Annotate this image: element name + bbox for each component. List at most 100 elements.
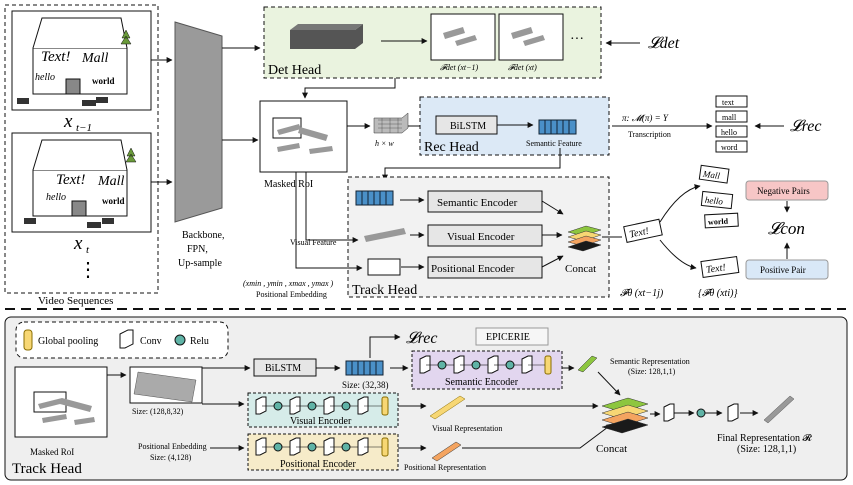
detail-semantic-encoder (411, 350, 563, 390)
sign-text-prev: Text! (41, 49, 70, 65)
visual-rep-bar (429, 395, 466, 420)
size-3238: Size: (32,38) (342, 380, 389, 390)
track-concat-label: Concat (565, 263, 596, 275)
positive-pair-label: Positive Pair (760, 265, 806, 275)
concat-block (567, 225, 602, 252)
word-item: word (721, 143, 737, 152)
word-card-text: world (708, 217, 729, 227)
visual-rep-label: Visual Representation (432, 424, 502, 433)
sign-text-cur: Text! (56, 172, 85, 188)
det-ellipsis: ··· (570, 32, 584, 47)
track-head: Semantic Encoder Visual Encoder Position… (347, 176, 610, 298)
detail-visual-encoder (247, 392, 399, 428)
detail-bilstm-label: BiLSTM (265, 363, 301, 374)
detail-visual-encoder-label: Visual Encoder (290, 416, 352, 427)
track-head-title: Track Head (352, 283, 417, 298)
legend-conv: Conv (140, 336, 162, 347)
frame-prev: Text! Mall hello world (11, 10, 152, 111)
fdet-cur: 𝓕det (xt) (508, 63, 537, 72)
det-loss: 𝓛det (648, 35, 680, 52)
semantic-rep-label: Semantic Representation (610, 357, 690, 366)
detail-masked-roi-label: Masked RoI (30, 447, 74, 457)
car-icon (17, 98, 29, 104)
visual-encoder-chain (255, 396, 389, 416)
video-sequences-frame (4, 4, 159, 294)
fdet-prev: 𝓕det (xt−1) (440, 63, 479, 72)
pos-emb-line2: Size: (4,128) (150, 453, 192, 462)
backbone-trapezoid (174, 21, 223, 223)
con-loss: 𝓛con (768, 219, 805, 238)
backbone-line3: Up-sample (178, 258, 222, 269)
track-visual-encoder-label: Visual Encoder (447, 231, 515, 243)
legend-pool: Global pooling (38, 336, 98, 347)
rec-bilstm-label: BiLSTM (450, 121, 486, 132)
sign-hello-prev: hello (35, 72, 55, 83)
f-cur-label: {𝓕θ (xti)} (698, 288, 737, 299)
detail-track-head-title: Track Head (12, 461, 82, 477)
detail-rec-loss: 𝓛rec (406, 330, 437, 347)
hw-label: h × w (375, 139, 394, 148)
transcription-formula: π: 𝓜(π) = Y (622, 113, 669, 123)
contrastive-section: Text! Mall hello world Text! Negative Pa… (602, 164, 829, 299)
detail-positional-encoder-label: Positional Encoder (280, 459, 356, 470)
final-rep-label: Final Representation 𝓡 (717, 432, 813, 444)
backbone-line2: FPN, (187, 244, 208, 255)
transcription-words: text mall hello word (715, 95, 748, 153)
word-item: text (722, 98, 735, 107)
hw-feature: h × w (373, 112, 409, 148)
detail-semantic-stack (345, 360, 384, 376)
negative-pairs-label: Negative Pairs (757, 186, 810, 196)
sign-hello-cur: hello (46, 192, 66, 203)
masked-roi: Masked RoI (259, 100, 348, 190)
final-chain (663, 403, 759, 422)
sign-world-cur: world (102, 196, 125, 206)
positional-rep-bar (431, 441, 462, 462)
detail-semantic-encoder-label: Semantic Encoder (445, 377, 519, 388)
frames-ellipsis: ⋮ (78, 259, 98, 281)
video-sequences: Text! Mall hello world x t−1 Text! Mall … (4, 4, 159, 307)
rec-head-title: Rec Head (424, 140, 479, 155)
pos-card: Text! (700, 256, 740, 279)
final-rep-size: (Size: 128,1,1) (737, 444, 796, 455)
final-rep-bar (763, 395, 795, 424)
positional-rep-label: Positional Representation (404, 463, 486, 472)
word-card-hello: hello (700, 190, 734, 210)
positive-pair-box (745, 259, 829, 280)
pos-card-text: Text! (705, 262, 726, 276)
det-head: ··· 𝓕det (xt−1) 𝓕det (xt) Det Head (263, 6, 602, 79)
car-icon (96, 97, 108, 103)
video-sequences-caption: Video Sequences (38, 295, 113, 307)
word-item: hello (721, 128, 737, 137)
coords-label: (xmin , ymin , xmax , ymax ) (243, 279, 334, 288)
detail-concat-label: Concat (596, 443, 627, 455)
semantic-feature-label: Semantic Feature (526, 139, 582, 148)
negative-pairs-box (745, 180, 829, 201)
word-card-mall: Mall (698, 164, 730, 184)
detail-concat-block (601, 397, 649, 434)
frame-cur-label: x (73, 233, 83, 254)
center-card: Text! (623, 218, 663, 243)
semantic-feature-stack (538, 119, 577, 135)
rec-head: BiLSTM Semantic Feature Rec Head (419, 96, 610, 156)
car-icon (24, 218, 36, 224)
f-prev-label: 𝓕θ (xt−1j) (620, 288, 664, 299)
sign-world-prev: world (92, 76, 115, 86)
det-head-title: Det Head (268, 63, 321, 78)
pool-icon (23, 329, 33, 351)
masked-roi-label: Masked RoI (264, 179, 313, 190)
transcription-label: Transcription (628, 130, 671, 139)
visual-feature-bar (364, 228, 406, 242)
pos-emb-line1: Positional Enbedding (138, 442, 207, 451)
positional-box (367, 258, 401, 276)
word-card-world: world (704, 212, 739, 229)
car-icon (102, 218, 114, 224)
epicerie-box (475, 327, 549, 346)
legend-relu: Relu (190, 336, 209, 347)
detail-positional-encoder (247, 433, 399, 471)
sign-mall-prev: Mall (81, 51, 109, 66)
track-positional-encoder-label: Positional Encoder (431, 263, 515, 275)
relu-icon (174, 334, 186, 346)
semantic-rep-size: (Size: 128,1,1) (628, 367, 676, 376)
